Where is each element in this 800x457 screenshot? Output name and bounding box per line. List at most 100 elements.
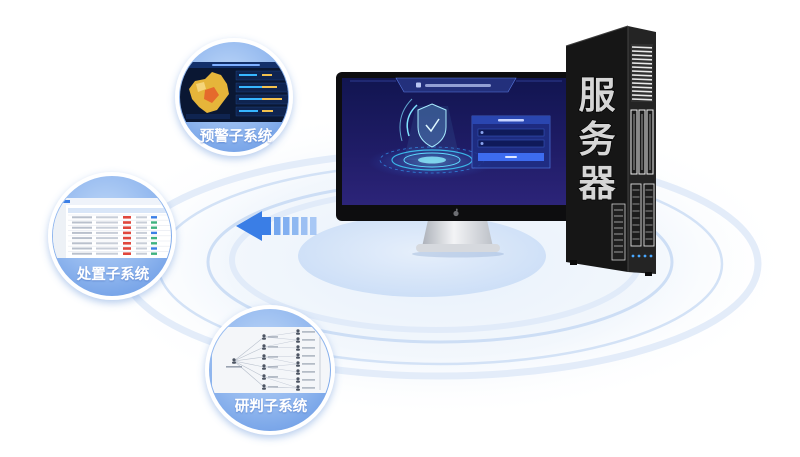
lock-icon	[480, 142, 484, 145]
arrow-body-solid	[261, 217, 271, 235]
graph-leaf-person-icon-body	[296, 380, 300, 383]
user-icon	[480, 131, 484, 134]
bubble-warning-subsystem: 预警子系统	[175, 38, 293, 156]
table-cell	[136, 216, 147, 219]
graph-branch-person-icon-head	[262, 344, 266, 348]
table-cell	[96, 231, 118, 234]
warning-dashboard-screenshot	[180, 62, 288, 122]
graph-branch-label	[268, 376, 278, 378]
graph-leaf-label	[302, 379, 315, 381]
arrow-stripe	[301, 217, 308, 235]
table-status-badge	[123, 216, 131, 219]
hologram-ring-mid	[403, 152, 461, 168]
table-cell	[96, 252, 118, 255]
graph-edge	[233, 346, 265, 362]
graph-leaf-person-icon-body	[296, 388, 300, 391]
server-foot-right	[645, 272, 652, 276]
table-cell	[96, 221, 118, 224]
server-vent-slat	[631, 58, 653, 61]
table-cell	[72, 237, 92, 240]
table-status-badge	[123, 252, 131, 255]
server-status-led	[649, 254, 653, 258]
graph-leaf-person-icon-head	[296, 329, 300, 333]
monitor-stand-neck	[422, 220, 493, 247]
graph-leaf-label	[302, 331, 315, 333]
graph-leaf-person-icon-head	[296, 353, 300, 357]
graph-edge	[233, 356, 265, 362]
graph-leaf-person-icon-body	[296, 356, 300, 359]
graph-leaf-person-icon-head	[296, 369, 300, 373]
table-action-badge	[151, 247, 157, 250]
screen-hologram	[368, 98, 496, 179]
monitor-stand-base	[416, 244, 500, 252]
apple-logo-icon	[453, 208, 459, 217]
table-status-badge	[123, 247, 131, 250]
table-cell	[96, 226, 118, 229]
hologram-swoosh-2	[399, 98, 413, 142]
bubble-warning-label: 预警子系统	[200, 127, 273, 145]
graph-edge	[233, 336, 265, 362]
disposal-table-screenshot	[53, 198, 171, 258]
table-action-badge	[151, 231, 157, 235]
table-action-badge	[151, 242, 157, 245]
dashboard-map-hotspot	[204, 87, 219, 103]
server-label-char-3: 器	[579, 162, 617, 205]
arrow-stripe	[274, 217, 281, 235]
table-cell	[72, 216, 92, 219]
graph-leaf-person-icon-head	[296, 345, 300, 349]
table-cell	[72, 231, 92, 234]
table-cell	[72, 247, 92, 250]
graph-leaf-person-icon-head	[296, 377, 300, 381]
graph-edge	[263, 339, 299, 348]
graph-root-person-icon-body	[232, 361, 236, 364]
server-vent-slat	[631, 86, 653, 89]
server-label-char-1: 服	[579, 74, 616, 117]
table-cell	[96, 247, 118, 250]
dashboard-panel-bar	[262, 98, 282, 100]
table-cell	[136, 231, 147, 234]
graph-branch-person-icon-head	[262, 364, 266, 368]
server-label-char-2: 务	[579, 118, 616, 161]
graph-edge	[263, 366, 299, 373]
table-status-badge	[123, 226, 131, 229]
login-header-text-blur	[498, 119, 524, 122]
hologram-swoosh-1	[406, 104, 418, 137]
graph-leaf-person-icon-head	[296, 361, 300, 365]
table-cell	[72, 242, 92, 245]
bubble-analysis-label: 研判子系统	[235, 397, 308, 415]
table-cell	[96, 216, 118, 219]
server-vent-slat	[631, 66, 653, 69]
graph-leaf-person-icon-head	[296, 385, 300, 389]
graph-leaf-label	[302, 363, 315, 365]
table-sidebar	[53, 205, 66, 258]
dashboard-footer-panel	[186, 114, 230, 119]
graph-leaf-person-icon-body	[296, 332, 300, 335]
graph-leaf-person-icon-body	[296, 348, 300, 351]
server-top-edge	[565, 25, 629, 47]
graph-edge	[263, 356, 299, 365]
table-action-badge	[151, 216, 157, 219]
dashboard-panel-bar	[262, 74, 272, 76]
login-password-field	[477, 139, 545, 148]
graph-branch-person-icon-body	[262, 367, 266, 370]
table-action-badge	[151, 236, 157, 240]
server-vent-slat	[631, 94, 653, 97]
server-vent	[631, 46, 653, 101]
apple-logo-body	[453, 210, 459, 217]
monitor	[336, 72, 576, 258]
server-vent-slat	[631, 90, 653, 93]
table-cell	[72, 221, 92, 224]
table-action-badge	[151, 226, 157, 229]
dashboard-panel-bar	[239, 74, 257, 76]
table-topbar	[53, 198, 171, 205]
server-vent-slat	[631, 70, 653, 73]
bubble-disposal-label: 处置子系统	[76, 265, 150, 283]
shield-icon	[417, 103, 447, 148]
table-cell	[136, 252, 147, 255]
server-vent-slat	[631, 50, 653, 53]
graph-branch-person-icon-head	[262, 354, 266, 358]
dashboard-map-region	[196, 82, 206, 92]
table-cell	[136, 247, 147, 250]
server-vent-slat	[631, 98, 653, 101]
graph-branch-label	[268, 366, 278, 368]
